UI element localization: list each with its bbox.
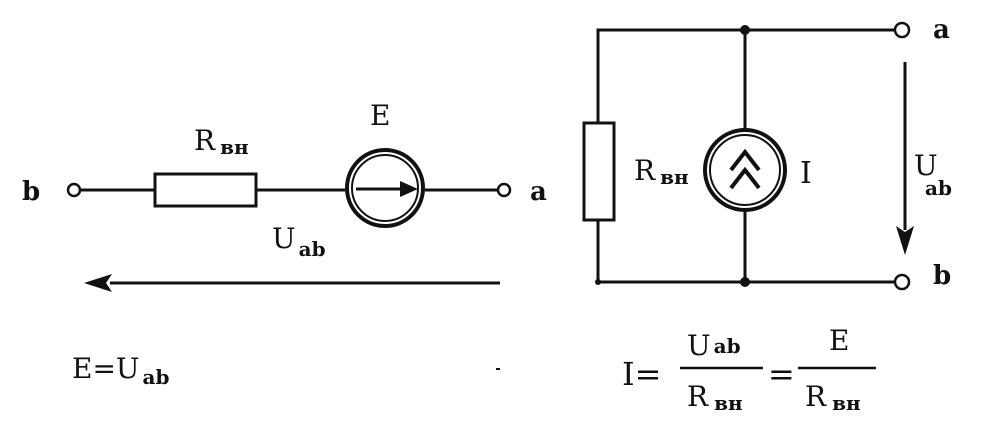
- left-voltage-subscript: ab: [299, 237, 326, 261]
- junction-bottom: [740, 277, 750, 287]
- right-voltage-arrow: [896, 62, 914, 255]
- left-terminal-a: [496, 182, 512, 198]
- formula-den1-subscript: вн: [714, 391, 743, 415]
- formula-den2-letter: R: [805, 380, 827, 413]
- right-resistor-subscript: вн: [660, 165, 689, 189]
- left-equation-text: E=U: [72, 352, 140, 385]
- right-terminal-b: [893, 273, 911, 291]
- left-terminal-b: [66, 182, 82, 198]
- right-terminal-b-label: b: [933, 261, 951, 291]
- formula-lhs: I=: [622, 355, 661, 393]
- right-terminal-a-label: a: [933, 15, 950, 45]
- formula-num1-subscript: ab: [714, 334, 741, 358]
- junction-corner: [595, 279, 601, 285]
- left-source-label: E: [370, 99, 390, 132]
- junction-top: [740, 25, 750, 35]
- left-voltage-arrow: [84, 274, 500, 292]
- formula-equals: =: [768, 355, 795, 393]
- left-resistor: [153, 172, 258, 208]
- emf-source-icon: [345, 148, 425, 228]
- left-equation-subscript: ab: [143, 365, 170, 389]
- right-voltage-subscript: ab: [925, 176, 952, 200]
- current-source-icon: [703, 128, 787, 212]
- right-source-label: I: [800, 156, 812, 191]
- formula-num1-letter: U: [687, 329, 711, 362]
- left-terminal-a-label: a: [530, 177, 547, 207]
- left-terminal-b-label: b: [22, 177, 40, 207]
- formula-den1-letter: R: [687, 380, 709, 413]
- right-resistor: [582, 121, 616, 222]
- right-wire-top: [596, 28, 895, 123]
- right-voltage-label: U ab: [914, 149, 952, 200]
- right-voltage-letter: U: [914, 149, 938, 182]
- formula-numerator-2: E: [829, 324, 849, 357]
- right-terminal-a: [893, 21, 911, 39]
- left-resistor-subscript: вн: [220, 135, 249, 159]
- right-resistor-letter: R: [634, 154, 656, 187]
- formula-den2-subscript: вн: [832, 391, 861, 415]
- left-resistor-letter: R: [194, 124, 216, 157]
- left-voltage-letter: U: [272, 222, 296, 255]
